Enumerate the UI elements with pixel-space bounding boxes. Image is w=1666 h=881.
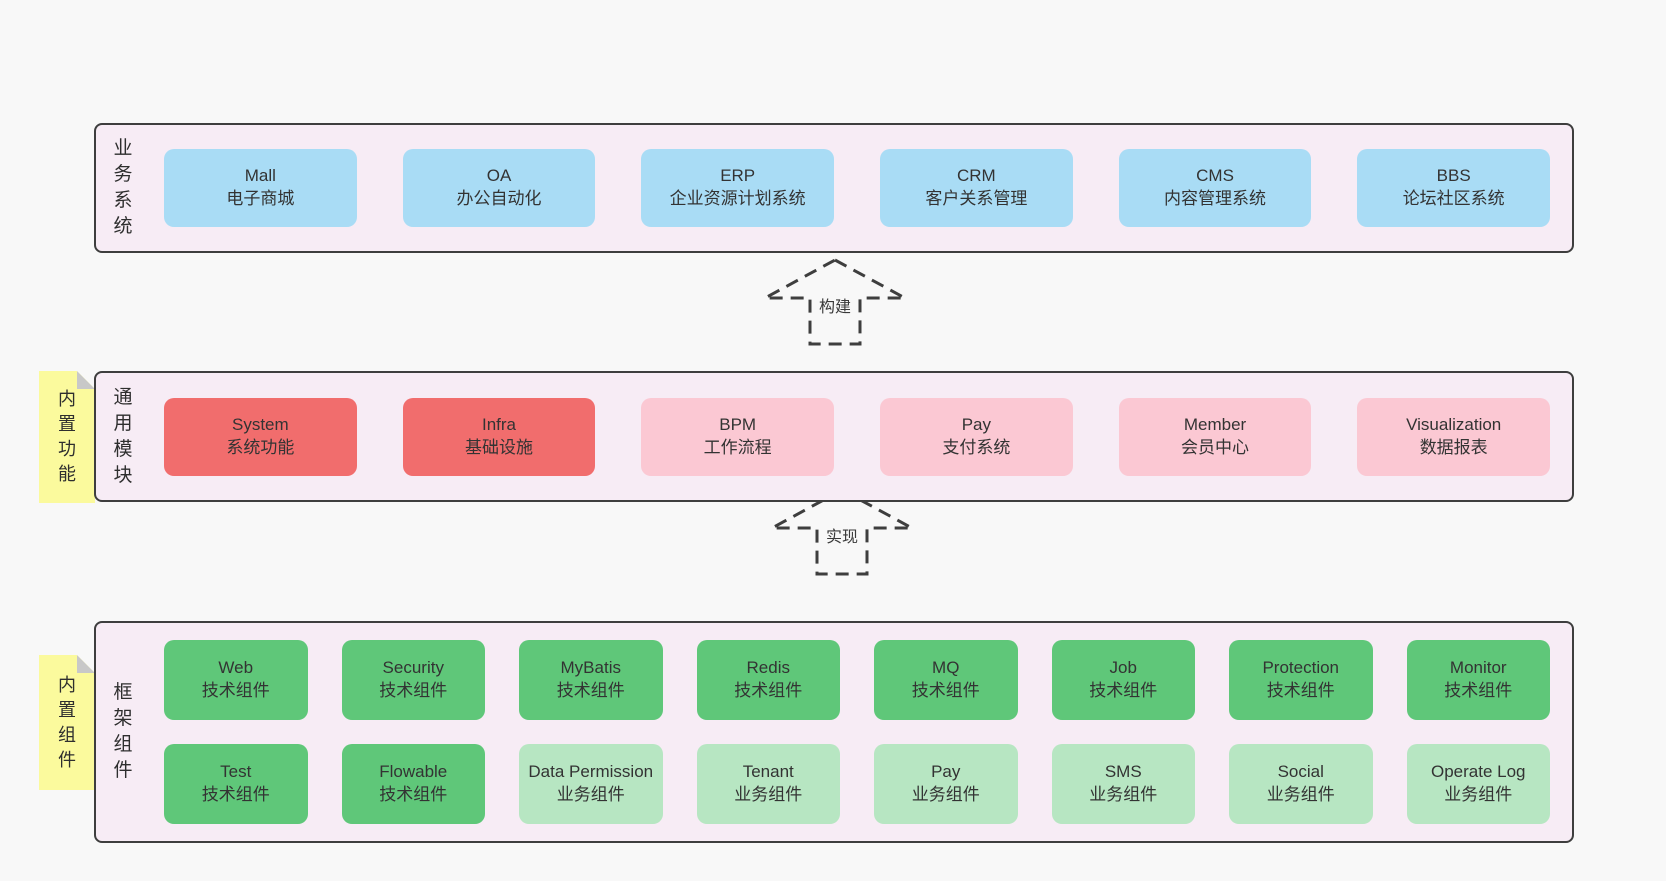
node-cms: CMS 内容管理系统 (1118, 149, 1312, 227)
node-bpm: BPM 工作流程 (641, 397, 835, 476)
node-job: Job 技术组件 (1051, 640, 1195, 720)
node-data-permission: Data Permission 业务组件 (519, 744, 663, 824)
node-oa: OA 办公自动化 (402, 149, 596, 227)
arrow-build: 构建 (760, 256, 910, 348)
node-flowable: Flowable 技术组件 (341, 744, 485, 824)
panel-business-systems: 业务系统 Mall 电子商城 OA 办公自动化 ERP 企业资源计划系统 CRM… (94, 123, 1574, 253)
node-operate-log: Operate Log 业务组件 (1406, 744, 1550, 824)
node-tenant: Tenant 业务组件 (696, 744, 840, 824)
arrow-build-label: 构建 (813, 292, 857, 318)
sticky-tag-builtin-features: 内置功能 (39, 371, 95, 503)
node-crm: CRM 客户关系管理 (880, 149, 1073, 227)
arrow-implement: 实现 (767, 486, 917, 578)
panel-framework-components: 框架组件 Web 技术组件 Security 技术组件 MyBatis 技术组件… (94, 621, 1574, 843)
arrow-implement-label: 实现 (820, 522, 864, 548)
panel-side-label: 业务系统 (113, 138, 133, 237)
node-mall: Mall 电子商城 (164, 149, 357, 227)
node-security: Security 技术组件 (341, 640, 485, 720)
node-erp: ERP 企业资源计划系统 (641, 149, 835, 227)
folded-corner-icon (77, 371, 95, 389)
folded-corner-icon (77, 655, 95, 673)
modules-boxes-row: System 系统功能 Infra 基础设施 BPM 工作流程 Pay 支付系统… (164, 397, 1551, 476)
node-protection: Protection 技术组件 (1229, 640, 1373, 720)
components-boxes-grid: Web 技术组件 Security 技术组件 MyBatis 技术组件 Redi… (164, 640, 1550, 824)
panel-common-modules: 通用模块 System 系统功能 Infra 基础设施 BPM 工作流程 Pay… (94, 371, 1574, 502)
node-mq: MQ 技术组件 (874, 640, 1018, 720)
node-monitor: Monitor 技术组件 (1406, 640, 1550, 720)
node-redis: Redis 技术组件 (696, 640, 840, 720)
sticky-tag-builtin-components: 内置组件 (39, 655, 95, 790)
node-pay-biz: Pay 业务组件 (874, 744, 1018, 824)
panel-side-label: 框架组件 (113, 682, 133, 781)
node-test: Test 技术组件 (164, 744, 308, 824)
arrow-up-icon (764, 258, 906, 346)
node-visualization: Visualization 数据报表 (1357, 397, 1551, 476)
node-social: Social 业务组件 (1229, 744, 1373, 824)
tag-label: 内置功能 (58, 389, 76, 484)
business-boxes-row: Mall 电子商城 OA 办公自动化 ERP 企业资源计划系统 CRM 客户关系… (164, 149, 1551, 227)
node-pay: Pay 支付系统 (880, 397, 1073, 476)
tag-label: 内置组件 (58, 674, 76, 770)
panel-side-label: 通用模块 (113, 386, 133, 486)
node-infra: Infra 基础设施 (402, 397, 596, 476)
arrow-up-icon (771, 488, 913, 576)
node-system: System 系统功能 (164, 397, 357, 476)
node-sms: SMS 业务组件 (1051, 744, 1195, 824)
node-web: Web 技术组件 (164, 640, 308, 720)
node-bbs: BBS 论坛社区系统 (1357, 149, 1551, 227)
node-member: Member 会员中心 (1118, 397, 1312, 476)
node-mybatis: MyBatis 技术组件 (519, 640, 663, 720)
